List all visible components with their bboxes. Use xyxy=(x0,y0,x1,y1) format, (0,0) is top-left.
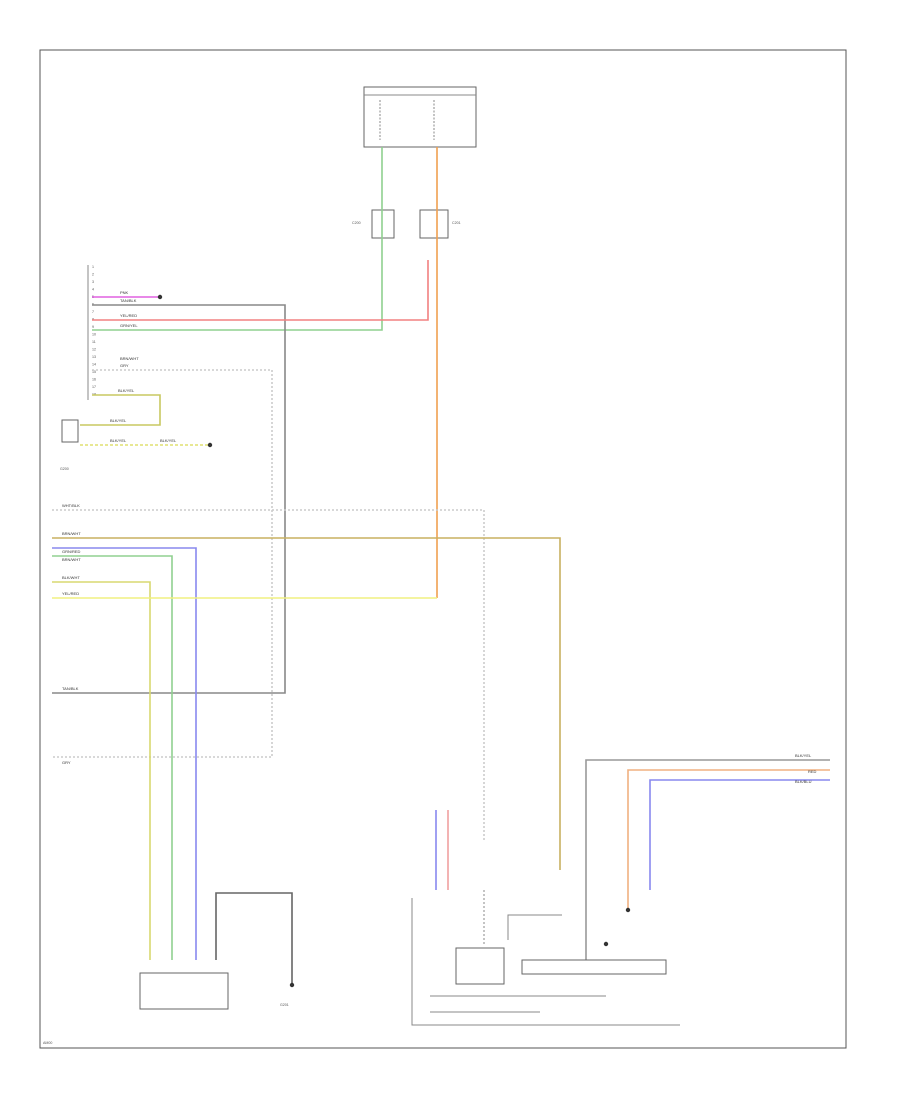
label-blk-yel-2: BLK/YEL xyxy=(110,418,127,423)
wire-ground-bottom xyxy=(215,892,293,985)
splice-dot-right xyxy=(603,941,609,947)
label-blk-yel: BLK/YEL xyxy=(118,388,135,393)
wire-yel-red xyxy=(92,260,429,321)
label-blk-yel-5: BLK/YEL xyxy=(795,753,812,758)
diagram-code: AM00 xyxy=(43,1041,52,1045)
label-gry: GRY xyxy=(120,363,129,368)
connector-c200-label: C200 xyxy=(352,221,361,225)
fuse-block xyxy=(363,86,477,148)
ground-bottom-left: G201 xyxy=(280,982,295,1007)
connector-c201-label: C201 xyxy=(452,221,461,225)
module-pin: 16 xyxy=(92,378,96,382)
wire-red-right xyxy=(627,769,830,910)
wire-grn-red xyxy=(52,555,173,960)
module-pin: 15 xyxy=(92,370,96,374)
label-pnk: PNK xyxy=(120,290,129,295)
wire-green xyxy=(92,147,383,331)
module-pin: 17 xyxy=(92,385,96,389)
label-grn-yel: GRN/YEL xyxy=(120,323,138,328)
wire-blk-wht xyxy=(52,581,151,960)
label-yel-red: YEL/RED xyxy=(120,313,137,318)
connector-c201: C201 xyxy=(419,209,461,239)
label-blk-yel-4: BLK/YEL xyxy=(160,438,177,443)
label-grn-red: GRN/RED xyxy=(62,549,81,554)
label-brn-wht-3: BRN/WHT xyxy=(62,557,81,562)
label-blk-yel-3: BLK/YEL xyxy=(110,438,127,443)
ground-bottom-left-label: G201 xyxy=(280,1003,289,1007)
label-blk-wht: BLK/WHT xyxy=(62,575,80,580)
wire-wht-blk xyxy=(52,509,485,840)
label-brn-wht-2: BRN/WHT xyxy=(62,531,81,536)
bottom-left-connector xyxy=(139,972,229,1010)
diagram-frame xyxy=(39,49,847,1049)
bottom-right-bar xyxy=(521,959,667,975)
splice-dot-ground xyxy=(207,442,213,448)
splice-dot-pink xyxy=(157,294,163,300)
connector-c200: C200 xyxy=(352,209,395,239)
module-pin: 9 xyxy=(92,325,94,329)
wire-blk-blu-right xyxy=(649,779,830,890)
label-tan-blk-2: TAN/BLK xyxy=(62,686,79,691)
module-pin: 1 xyxy=(92,265,94,269)
ground-left-label: G200 xyxy=(60,467,69,471)
module-pin: 14 xyxy=(92,363,96,367)
bottom-enclosure xyxy=(411,898,680,1026)
wire-blue xyxy=(52,547,197,960)
module-pin: 10 xyxy=(92,333,96,337)
label-yel-red-2: YEL/RED xyxy=(62,591,79,596)
module-pin: 2 xyxy=(92,273,94,277)
label-blk-blu: BLK/BLU xyxy=(795,779,812,784)
label-brn-wht: BRN/WHT xyxy=(120,356,139,361)
wire-gry xyxy=(52,369,273,758)
combo-box xyxy=(455,947,505,985)
module-pin: 4 xyxy=(92,288,94,292)
label-gry-2: GRY xyxy=(62,760,71,765)
label-tan-blk: TAN/BLK xyxy=(120,298,137,303)
module-pin: 13 xyxy=(92,355,96,359)
label-red: RED xyxy=(808,769,817,774)
module-pin: 7 xyxy=(92,310,94,314)
module-pin: 3 xyxy=(92,280,94,284)
wire-tan-blk xyxy=(52,304,286,694)
module-pin: 11 xyxy=(92,340,96,344)
splice-dot-red xyxy=(625,907,631,913)
wire-brn-wht xyxy=(52,537,561,870)
wire-blk-yel-loop xyxy=(80,394,161,426)
wire-step xyxy=(507,914,562,940)
label-wht-blk: WHT/BLK xyxy=(62,503,80,508)
ground-switch-left: G200 xyxy=(60,419,79,471)
module-pin: 12 xyxy=(92,348,96,352)
wire-blk-yel-right xyxy=(585,759,830,960)
